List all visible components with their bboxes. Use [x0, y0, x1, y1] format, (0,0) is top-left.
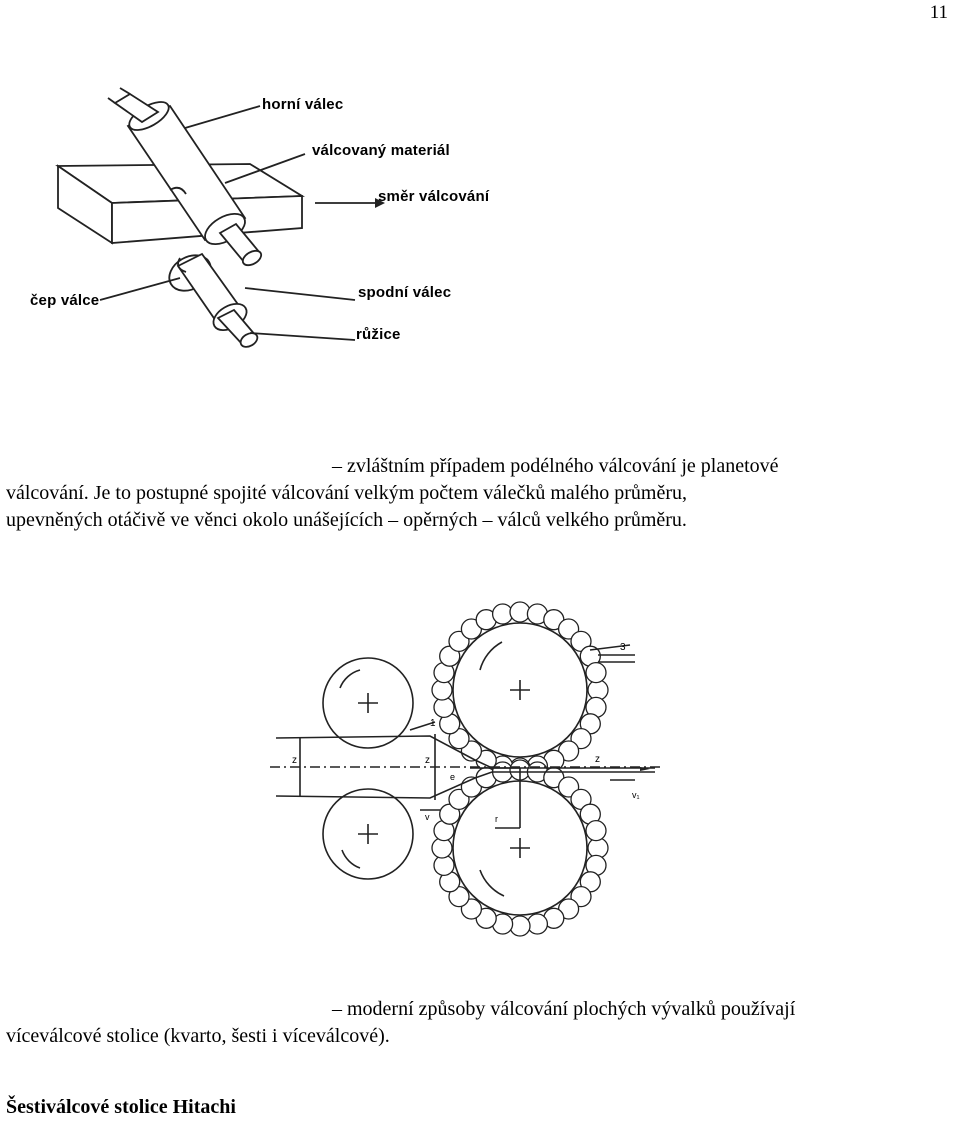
word: válců: [497, 509, 541, 531]
label-r: r: [495, 814, 498, 824]
section-heading: Šestiválcové stolice Hitachi: [6, 1096, 236, 1118]
word: –: [332, 455, 342, 477]
word: ve: [170, 509, 190, 531]
label-3: 3: [620, 642, 626, 653]
rolling-stand-drawing: [55, 87, 385, 348]
paragraph-modern-line-2: víceválcové stolice (kvarto, šesti i víc…: [6, 1025, 390, 1047]
label-rolled-material: válcovaný materiál: [312, 142, 450, 159]
word: je: [681, 455, 696, 477]
planetary-small-roll: [585, 819, 607, 842]
word: otáčivě: [107, 509, 166, 531]
word: moderní: [347, 998, 414, 1020]
word: –: [332, 998, 342, 1020]
label-e: e: [450, 772, 455, 782]
word: okolo: [242, 509, 289, 531]
word: počtem: [419, 482, 479, 504]
paragraph-planetary-line-2: válcování. Je to postupné spojité válcov…: [6, 480, 954, 507]
page-number: 11: [929, 2, 948, 23]
word: válcování: [598, 455, 677, 477]
word: opěrných: [403, 509, 478, 531]
word: –: [388, 509, 399, 531]
word: spojité: [213, 482, 267, 504]
word: vývalků: [651, 998, 716, 1020]
word: věnci: [194, 509, 238, 531]
planetary-small-roll: [585, 661, 607, 684]
planetary-mill-drawing: 3 1 z z z e v v₁ r: [270, 601, 660, 937]
word: velkého: [545, 509, 610, 531]
word: válečků: [483, 482, 546, 504]
word: postupné: [135, 482, 209, 504]
label-wobbler: růžice: [356, 326, 401, 343]
word: planetové: [700, 455, 779, 477]
word: podélného: [510, 455, 594, 477]
paragraph-planetary-line-1: – zvláštním případem podélného válcování…: [332, 453, 954, 480]
word: malého: [550, 482, 610, 504]
word: průměru.: [614, 509, 687, 531]
paragraph-planetary: – zvláštním případem podélného válcování…: [6, 453, 954, 534]
label-z-entry: z: [292, 755, 297, 766]
word: používají: [720, 998, 796, 1020]
word: průměru,: [614, 482, 687, 504]
label-v: v: [425, 812, 430, 822]
word: způsoby: [418, 998, 486, 1020]
word: zvláštním: [347, 455, 425, 477]
label-1: 1: [430, 718, 436, 729]
word: to: [115, 482, 131, 504]
label-z-mid: z: [425, 755, 430, 766]
label-v1: v₁: [632, 790, 640, 800]
label-z-exit: z: [595, 754, 600, 765]
word: velkým: [354, 482, 415, 504]
paragraph-modern-line-1: – moderní způsoby válcování plochých výv…: [332, 996, 954, 1023]
word: válcování.: [6, 482, 89, 504]
word: upevněných: [6, 509, 103, 531]
label-rolling-direction: směr válcování: [378, 188, 490, 205]
planetary-mill-figure: 3 1 z z z e v v₁ r: [270, 600, 670, 950]
word: Je: [93, 482, 111, 504]
word: případem: [429, 455, 506, 477]
label-top-roll: horní válec: [262, 96, 344, 113]
word: válcování: [490, 998, 569, 1020]
word: plochých: [573, 998, 647, 1020]
word: –: [482, 509, 493, 531]
paragraph-modern: – moderní způsoby válcování plochých výv…: [6, 996, 954, 1050]
word: unášejících: [293, 509, 384, 531]
word: válcování: [271, 482, 350, 504]
paragraph-planetary-line-3: upevněných otáčivě ve věnci okolo unášej…: [6, 507, 954, 534]
rolling-stand-figure: horní válec válcovaný materiál směr válc…: [20, 78, 540, 378]
label-roll-neck: čep válce: [30, 292, 100, 309]
planetary-roll-rings: [431, 601, 609, 937]
label-bottom-roll: spodní válec: [358, 284, 452, 301]
